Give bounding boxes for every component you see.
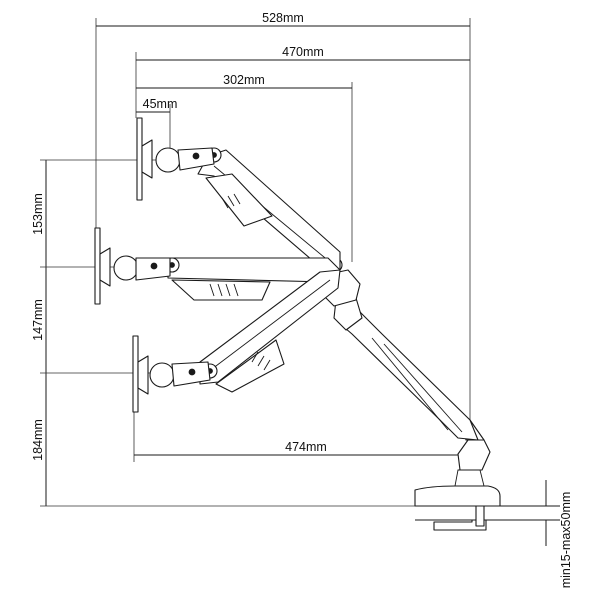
dimension-lines [40,18,556,546]
label-153mm: 153mm [31,193,45,235]
middle-arm-vent-slots [209,283,239,297]
middle-monitor-mount [94,227,171,305]
upper-gas-arm [197,147,341,273]
label-147mm: 147mm [31,299,45,341]
label-desk-thickness: min15-max50mm [559,492,573,589]
label-528mm: 528mm [262,11,304,25]
main-support-arm [333,297,479,441]
bottom-monitor-mount [132,335,211,413]
label-184mm: 184mm [31,419,45,461]
upper-arm-vent-slots [221,193,241,209]
label-302mm: 302mm [223,73,265,87]
lower-gas-arm [199,269,341,393]
label-470mm: 470mm [282,45,324,59]
label-45mm: 45mm [143,97,178,111]
lower-arm-vent-slots [251,351,271,371]
top-monitor-mount [136,117,215,201]
label-474mm: 474mm [285,440,327,454]
desk-clamp [414,469,501,531]
desk-surface [415,505,560,521]
